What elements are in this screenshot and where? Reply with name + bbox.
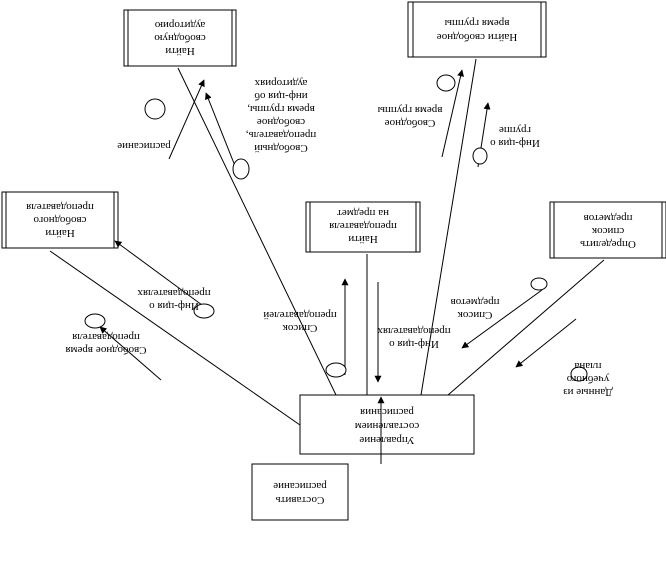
flow-token-6 [436,74,456,92]
box-free-time-line1: Найти свободное [437,31,518,43]
flow-token-1 [84,313,106,329]
box-manage-line2: составлением [355,420,419,432]
flow-label-group-info: Инф-ция о группе [490,124,540,149]
svg-text:время группы,: время группы, [247,103,315,115]
box-manage-line3: расписания [360,406,414,418]
svg-text:расписание: расписание [117,140,171,152]
box-free-teacher-line2: свободного [33,214,87,226]
box-free-room-line3: аудиторию [155,19,205,31]
connector-manage-define-subjects [447,259,605,396]
box-free-room-line1: Найти [165,45,195,57]
box-define-subjects-line1: Определить [580,238,636,250]
flow-token-4 [530,277,548,291]
connector-manage-free-teacher [49,250,301,426]
box-find-free-time: Найти свободное время группы [407,1,547,58]
box-compose-line2: расписание [273,480,327,492]
box-free-teacher-line1: Найти [45,227,75,239]
box-manage-line1: Управление [359,434,414,446]
connector-manage-free-time [420,58,477,396]
rotated-diagram: Составить расписание Управление составле… [1,1,666,521]
box-compose-line1: Составить [276,494,325,506]
box-define-subjects-line3: предметов [584,212,633,224]
flow-label-teacher-info2: Инф-ция о преподавателях [377,325,451,350]
box-find-free-room: Найти свободную аудиторию [123,9,237,67]
box-teacher-subject-line1: Найти [348,233,378,245]
flow-token-3 [325,362,347,378]
svg-text:предметов: предметов [451,296,500,308]
svg-text:преподавателя: преподавателя [72,331,140,343]
box-free-room-line2: свободную [154,32,205,44]
arrow-free-teacher-time [99,326,162,381]
svg-text:инф-ция об: инф-ция об [254,90,308,102]
svg-text:Инф-ция о: Инф-ция о [490,137,540,149]
flow-label-curriculum-data: Данные из учебного плана [563,360,612,398]
flow-label-teacher-info: Инф-ция о преподавателях [137,287,211,312]
arrow-curriculum-data [515,318,577,368]
svg-text:Свободный: Свободный [254,142,308,154]
svg-text:плана: плана [574,360,601,372]
box-teacher-subject-line2: преподавателя [329,220,397,232]
flow-label-free-group-time: Свободное время группы [377,104,442,129]
svg-text:Инф-ция о: Инф-ция о [389,338,439,350]
svg-text:группе: группе [499,124,531,136]
arrow-teacher-info [114,240,203,306]
arrow-subject-list [461,289,543,349]
box-find-teacher-subject: Найти преподавателя на предмет [305,201,421,253]
box-teacher-subject-line3: на предмет [337,207,389,219]
flow-label-room-inputs: Свободный преподаватель, свободное время… [246,77,317,154]
svg-text:преподавателях: преподавателях [137,287,211,299]
flow-label-schedule: расписание [117,140,171,152]
svg-text:аудиториях: аудиториях [254,77,307,89]
box-free-time-line2: время группы [444,17,509,29]
flow-token-8 [144,98,166,120]
arrow-schedule [168,79,205,160]
svg-text:время группы: время группы [377,104,442,116]
box-manage-schedule: Управление составлением расписания [299,394,475,455]
flow-label-free-teacher-time: Свободное время преподавателя [65,331,146,356]
flow-token-5 [570,366,588,382]
svg-text:свободное: свободное [257,116,305,128]
svg-text:Данные из: Данные из [563,386,612,398]
flow-token-7 [472,147,488,165]
svg-text:Свободное: Свободное [385,117,436,129]
box-compose-schedule: Составить расписание [251,463,349,521]
svg-text:учебного: учебного [566,373,609,385]
flow-token-2 [193,303,215,319]
arrow-room-inputs [205,92,240,177]
arrow-free-group-time [441,69,464,158]
box-find-free-teacher: Найти свободного преподавателя [1,191,119,249]
flow-label-teacher-list: Список преподавателей [263,309,337,334]
svg-text:преподаватель,: преподаватель, [246,129,317,141]
svg-text:Свободное время: Свободное время [65,344,146,356]
svg-text:Список: Список [282,322,317,334]
box-define-subjects: Определить список предметов [549,201,666,259]
svg-text:преподавателях: преподавателях [377,325,451,337]
box-define-subjects-line2: список [591,225,624,237]
connector-manage-free-room [177,67,337,396]
svg-text:Список: Список [457,309,492,321]
flow-token-9 [232,158,250,180]
svg-text:Инф-ция о: Инф-ция о [149,300,199,312]
box-free-teacher-line3: преподавателя [26,201,94,213]
flow-label-subject-list: Список предметов [451,296,500,321]
svg-text:преподавателей: преподавателей [263,309,337,321]
